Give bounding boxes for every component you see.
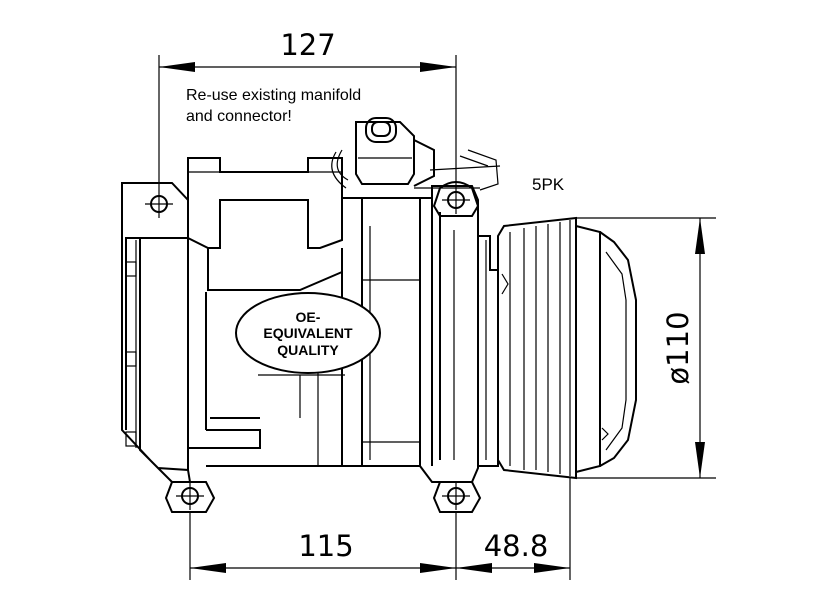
badge-line-2: EQUIVALENT: [263, 325, 353, 341]
manifold-note-line-1: Re-use existing manifold: [186, 87, 361, 104]
dimension-115-label: 115: [298, 529, 353, 563]
badge-line-1: OE-: [296, 309, 321, 325]
dimension-diameter-110: ø110: [576, 217, 716, 479]
oe-equivalent-quality-badge: OE- EQUIVALENT QUALITY: [235, 292, 381, 374]
mount-hole-bottom-left: [164, 481, 216, 513]
pulley: [497, 216, 637, 480]
compressor-front-housing: [419, 185, 499, 483]
dimension-48-8-label: 48.8: [484, 529, 549, 563]
mount-hole-bottom-right: [432, 481, 482, 513]
belt-type-label: 5PK: [532, 175, 565, 194]
dimension-48-8: 48.8: [456, 478, 571, 580]
mount-hole-top-right: [432, 181, 480, 217]
manifold-note-line-2: and connector!: [186, 108, 292, 125]
compressor-cylinder-body: [188, 197, 421, 467]
badge-line-3: QUALITY: [277, 342, 339, 358]
compressor-rear-housing: [121, 182, 192, 483]
dimension-115: 115: [189, 512, 457, 580]
mount-hole-top-left: [145, 190, 173, 218]
dimension-127-label: 127: [280, 28, 335, 62]
compressor-top-bracket: [187, 157, 343, 470]
dimension-diameter-110-label: ø110: [661, 311, 695, 384]
electrical-connector: [331, 117, 501, 191]
dimension-127: 127: [158, 28, 457, 190]
